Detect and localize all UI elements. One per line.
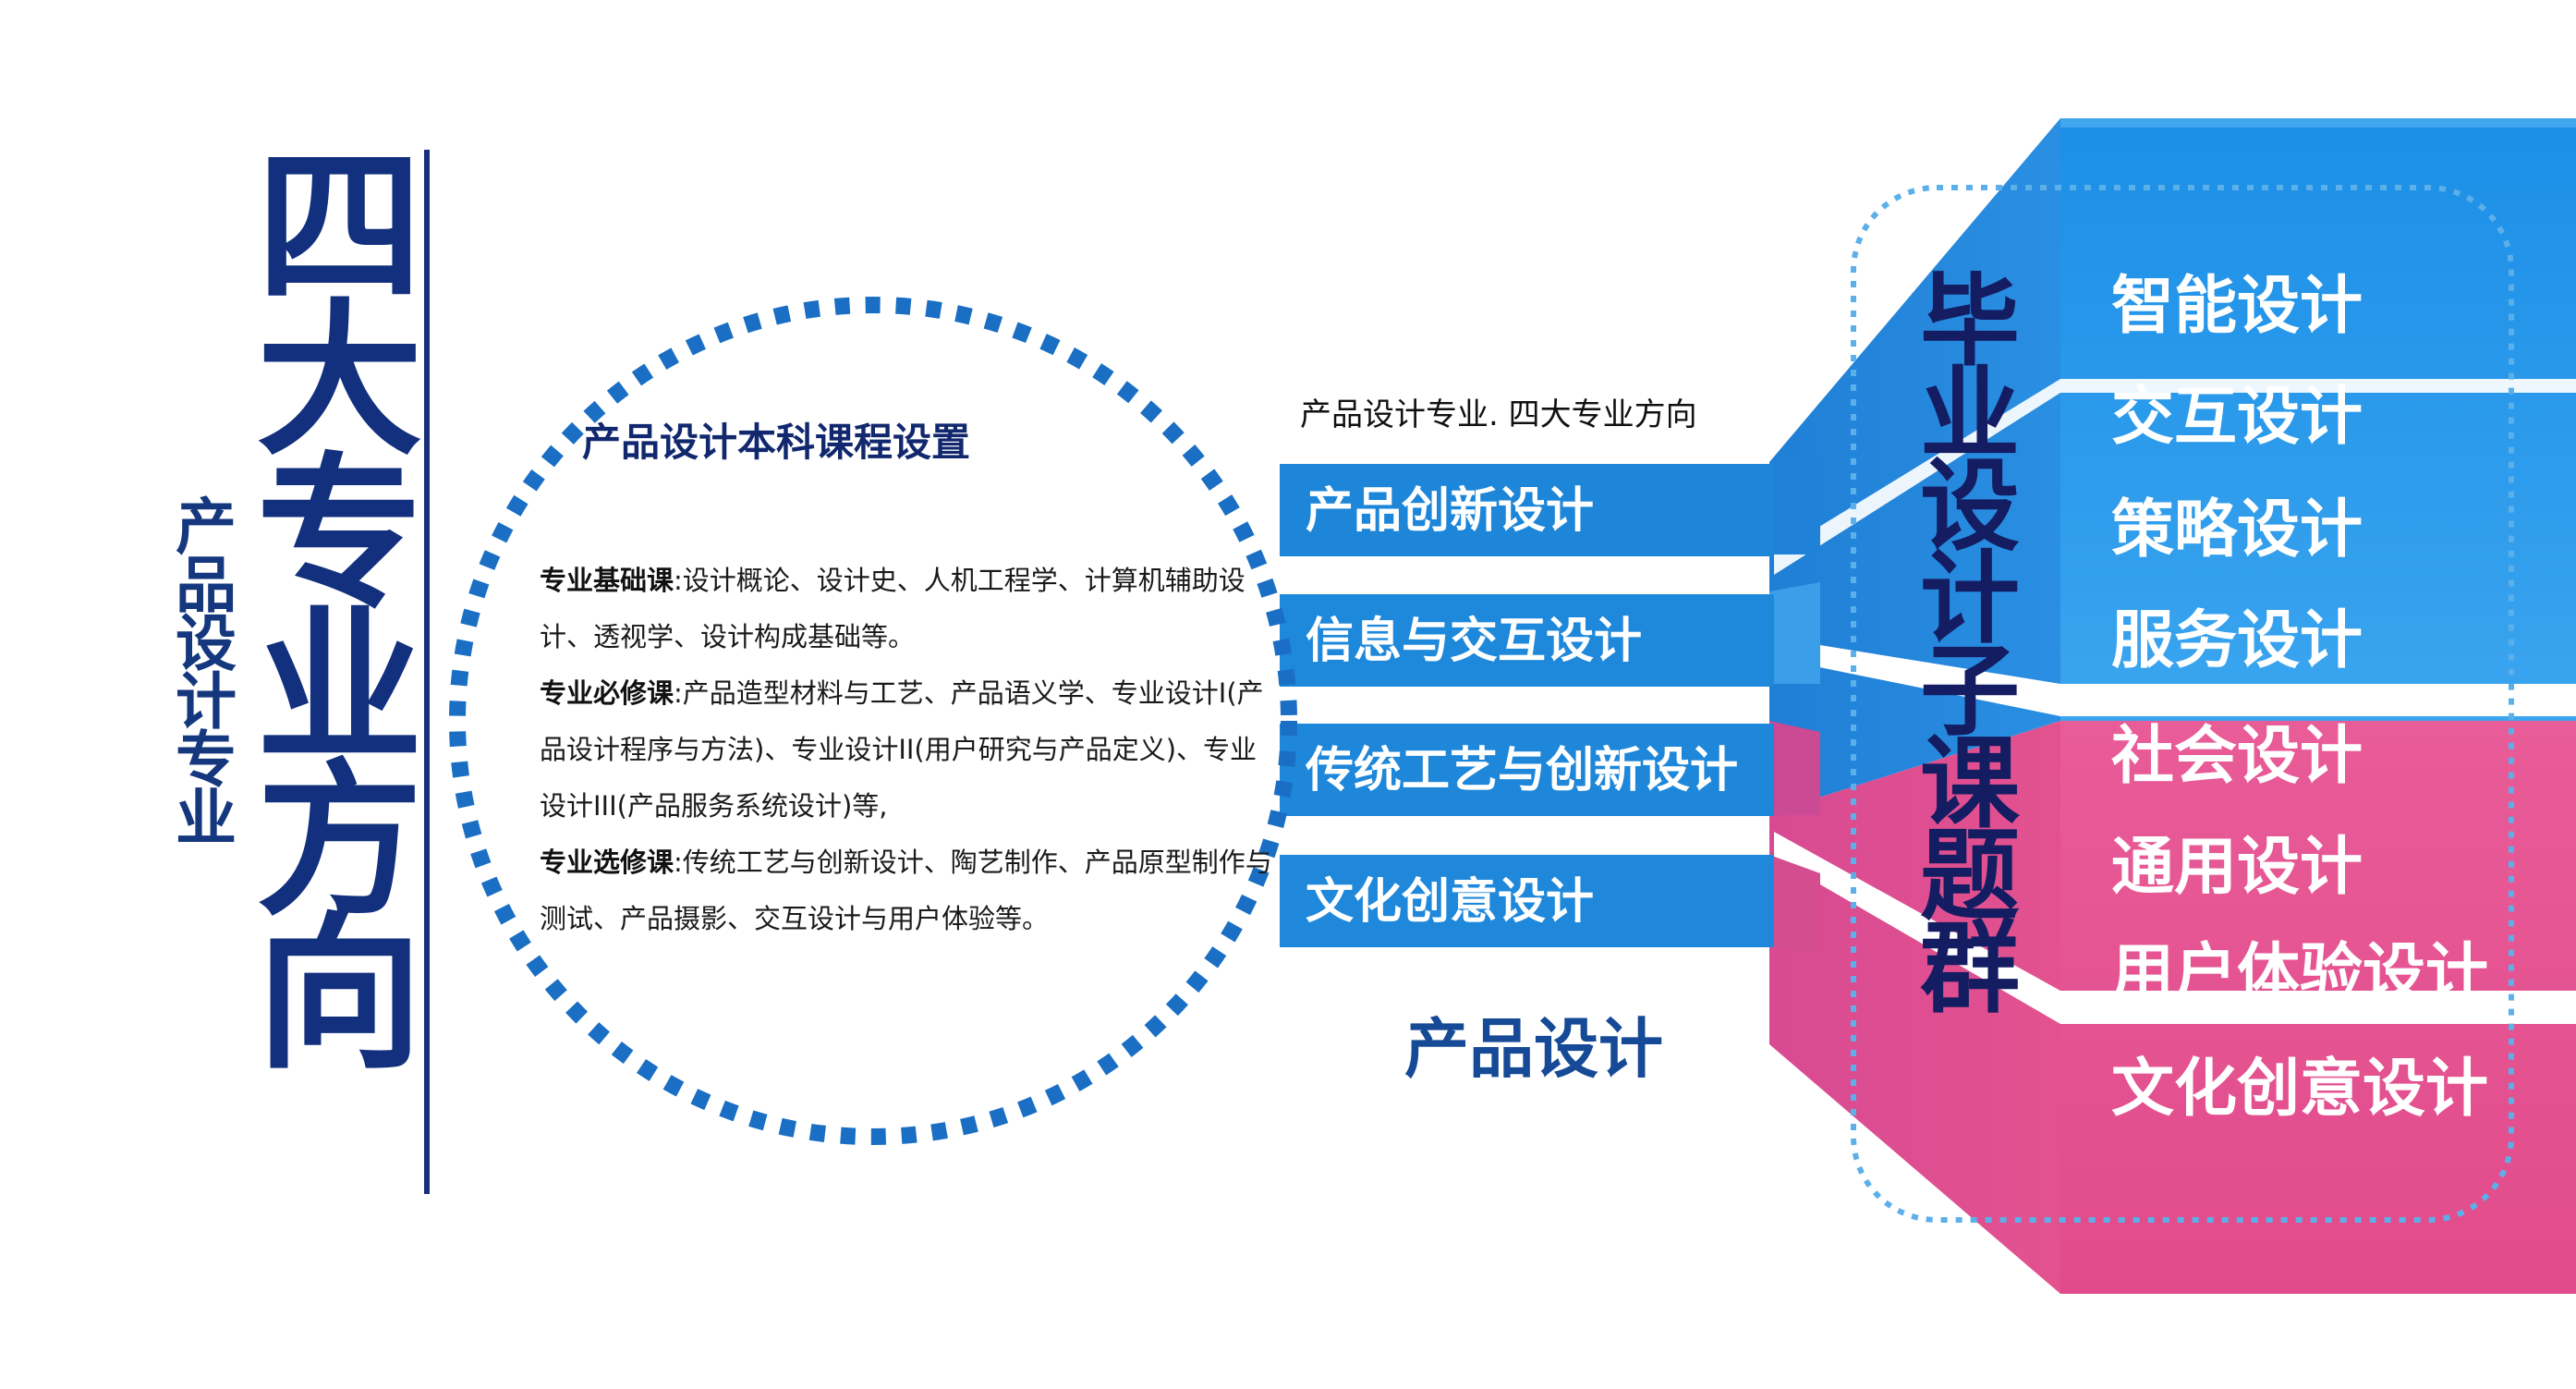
branch-bar-4	[1280, 855, 1774, 947]
branch-bar-1	[1280, 464, 1774, 556]
course-section-text: :产品造型材料与工艺、产品语义学、专业设计I(产品设计程序与方法)、专业设计II…	[540, 677, 1264, 822]
course-section-label: 专业选修课	[540, 847, 674, 878]
graduation-item-5: 社会设计	[2111, 720, 2363, 793]
branch-bar-2	[1280, 594, 1774, 687]
course-section-text: :传统工艺与创新设计、陶艺制作、产品原型制作与测试、产品摄影、交互设计与用户体验…	[540, 847, 1272, 934]
course-section-elective: 专业选修课:传统工艺与创新设计、陶艺制作、产品原型制作与测试、产品摄影、交互设计…	[540, 835, 1279, 947]
graduation-title: 毕业设计子课题群	[1903, 268, 2019, 1007]
course-section-label: 专业必修课	[540, 677, 674, 709]
branch-link-3	[1769, 721, 1820, 815]
graduation-item-6: 通用设计	[2111, 831, 2363, 904]
branch-link-4	[1769, 855, 1820, 954]
course-section-required: 专业必修课:产品造型材料与工艺、产品语义学、专业设计I(产品设计程序与方法)、专…	[540, 665, 1279, 835]
separator-band-2	[1774, 638, 2576, 716]
graduation-item-4: 服务设计	[2111, 604, 2363, 677]
graduation-item-2: 交互设计	[2111, 381, 2363, 454]
branch-label-4: 文化创意设计	[1306, 874, 1595, 930]
sub-title: 产品设计专业	[165, 494, 237, 844]
course-heading: 产品设计本科课程设置	[582, 420, 971, 465]
block-side-blue	[1769, 118, 2060, 813]
block-side-pink	[1769, 721, 2060, 1294]
bottom-caption: 产品设计	[1404, 1011, 1663, 1087]
branch-heading: 产品设计专业. 四大专业方向	[1300, 396, 1697, 433]
course-section-text: :设计概论、设计史、人机工程学、计算机辅助设计、透视学、设计构成基础等。	[540, 565, 1245, 652]
title-divider-line	[424, 150, 430, 1194]
course-section-label: 专业基础课	[540, 565, 674, 596]
dotted-frame	[1851, 185, 2514, 1223]
branch-label-1: 产品创新设计	[1306, 483, 1595, 539]
graduation-item-7: 用户体验设计	[2111, 937, 2489, 1010]
graduation-item-8: 文化创意设计	[2111, 1053, 2489, 1126]
branch-link-2	[1769, 582, 1820, 684]
main-title: 四大专业方向	[227, 139, 420, 1059]
graduation-item-1: 智能设计	[2111, 270, 2363, 343]
dotted-circle	[449, 297, 1297, 1145]
branch-bar-3	[1280, 724, 1774, 816]
course-description: 专业基础课:设计概论、设计史、人机工程学、计算机辅助设计、透视学、设计构成基础等…	[540, 553, 1279, 947]
course-section-basic: 专业基础课:设计概论、设计史、人机工程学、计算机辅助设计、透视学、设计构成基础等…	[540, 553, 1279, 665]
branch-label-3: 传统工艺与创新设计	[1306, 743, 1739, 798]
branch-label-2: 信息与交互设计	[1306, 614, 1643, 669]
branch-link-1	[1769, 455, 1820, 554]
graduation-item-3: 策略设计	[2111, 493, 2363, 567]
block-top-highlight	[2060, 118, 2576, 128]
separator-band-3	[1774, 832, 2576, 1024]
